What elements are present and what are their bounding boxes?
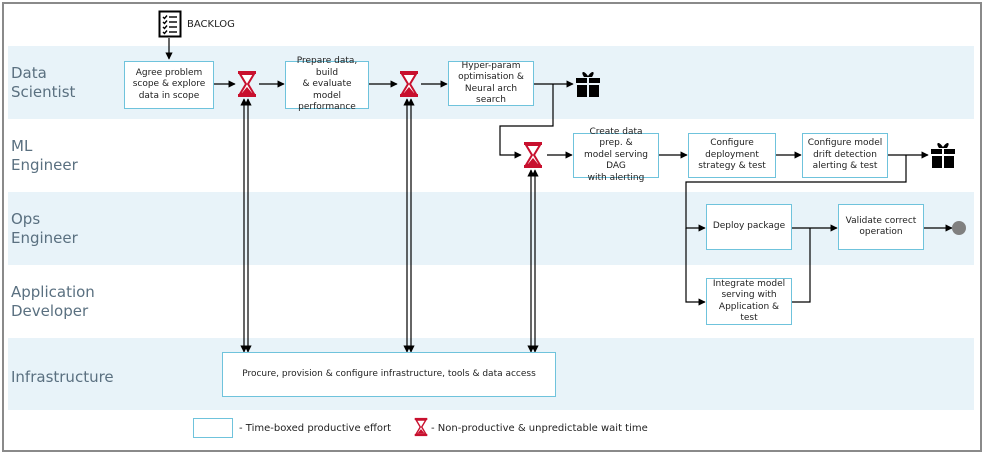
arrow-drift-to-integrate [685,228,706,306]
lane-label-ops-engineer: Ops Engineer [11,210,78,247]
step-prepare-data: Prepare data, build & evaluate model per… [285,56,369,112]
hourglass-icon [238,71,256,97]
arrow-integrate-to-validate [792,228,811,303]
step-configure-deployment: Configure deployment strategy & test [688,133,776,178]
legend-hourglass-icon [414,417,428,437]
legend-box-text: - Time-boxed productive effort [239,423,391,434]
gift-icon [576,71,600,97]
hourglass-icon [400,71,418,97]
step-deploy-package: Deploy package [706,204,792,250]
step-integrate-model: Integrate model serving with Application… [706,278,792,325]
backlog-label: BACKLOG [187,19,235,30]
step-validate-operation: Validate correct operation [838,204,924,250]
lane-label-application-developer: Application Developer [11,283,95,320]
lane-label-infrastructure: Infrastructure [11,368,114,386]
hourglass-icon [524,142,542,168]
lane-label-ml-engineer: ML Engineer [11,137,78,174]
arrow-hyper-to-wait3 [499,84,554,159]
backlog-checklist-icon [158,10,182,38]
legend-wait-text: - Non-productive & unpredictable wait ti… [431,423,648,434]
step-configure-drift: Configure model drift detection alerting… [802,133,888,178]
lane-label-data-scientist: Data Scientist [11,64,76,101]
arrow-drift-to-deploy [685,155,907,232]
legend-box-swatch [193,418,233,438]
step-hyper-param: Hyper-param optimisation & Neural arch s… [448,61,534,106]
gift-icon [931,142,955,168]
step-create-dag: Create data prep. & model serving DAG wi… [573,127,659,183]
step-agree-scope: Agree problem scope & explore data in sc… [124,61,214,109]
step-infrastructure: Procure, provision & configure infrastru… [222,352,556,397]
end-point-dot [952,221,966,235]
